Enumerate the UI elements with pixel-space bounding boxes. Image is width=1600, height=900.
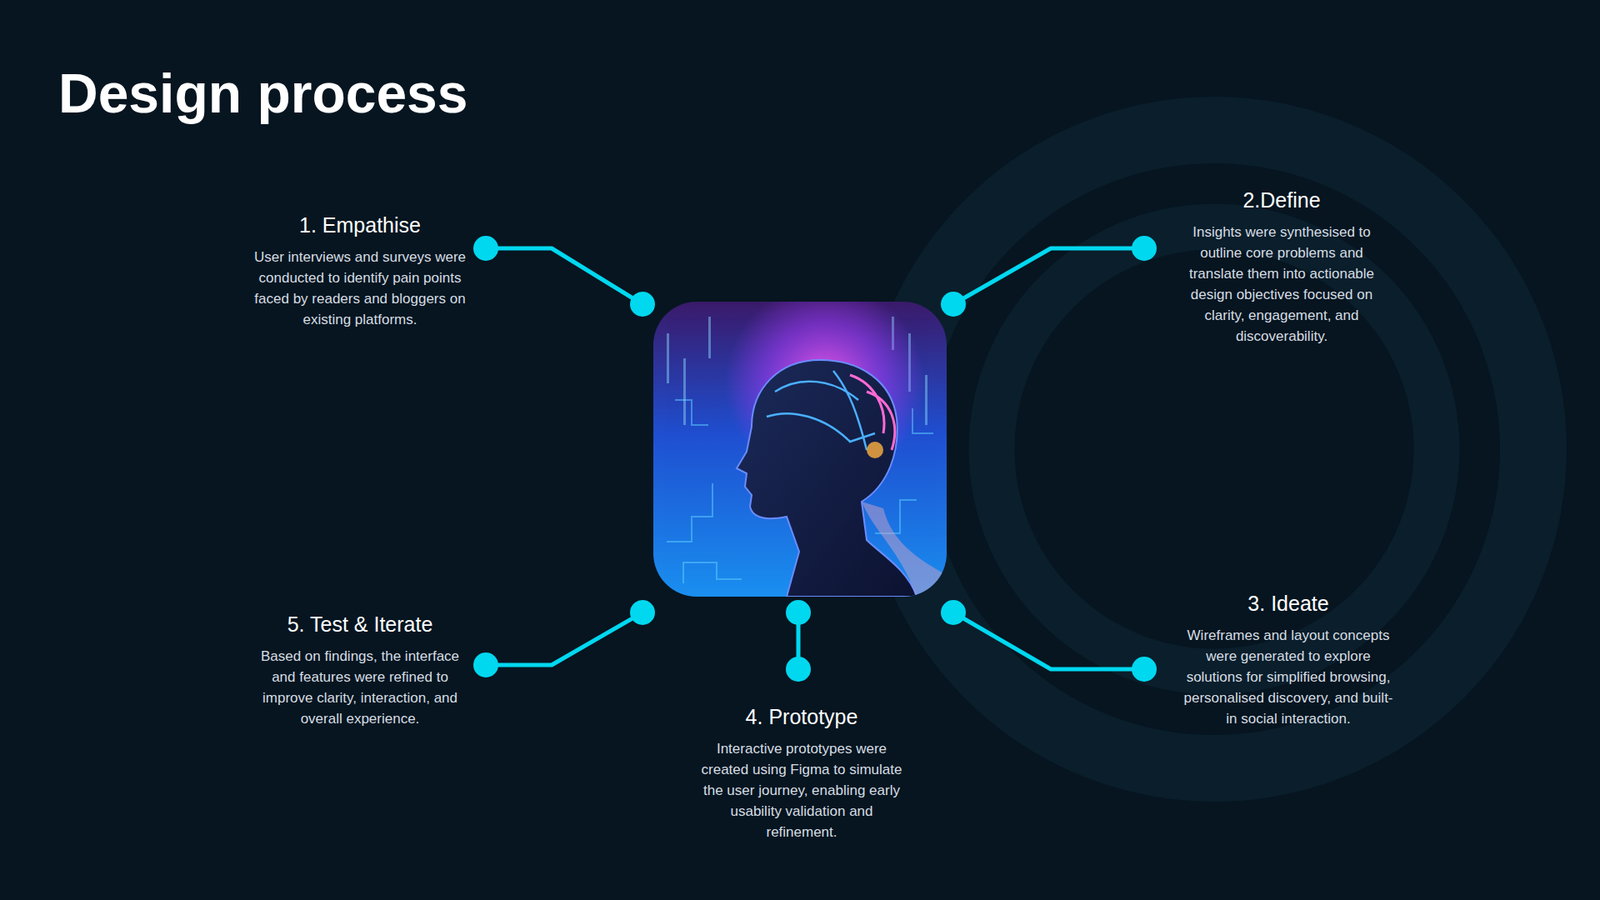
step-heading: 1. Empathise — [247, 211, 473, 239]
step-heading: 3. Ideate — [1179, 590, 1398, 617]
process-step: 1. EmpathiseUser interviews and surveys … — [247, 211, 473, 330]
leader-line — [953, 248, 1145, 305]
process-step: 4. PrototypeInteractive prototypes were … — [697, 703, 906, 843]
leader-dots — [473, 235, 1157, 682]
process-step: 2.DefineInsights were synthesised to out… — [1177, 186, 1386, 347]
step-heading: 5. Test & Iterate — [250, 610, 470, 638]
process-step: 3. IdeateWireframes and layout concepts … — [1179, 590, 1398, 730]
step-description: Interactive prototypes were created usin… — [697, 738, 906, 843]
leader-line — [953, 612, 1145, 670]
step-description: Based on findings, the interface and fea… — [250, 645, 470, 730]
leader-dot — [1131, 656, 1157, 682]
step-heading: 4. Prototype — [697, 703, 906, 730]
step-heading: 2.Define — [1177, 186, 1386, 214]
leader-dot — [785, 600, 811, 625]
leader-dot — [785, 656, 811, 682]
step-description: Insights were synthesised to outline cor… — [1177, 221, 1386, 347]
leader-lines — [485, 248, 1145, 670]
leader-dot — [940, 600, 966, 625]
process-step: 5. Test & IterateBased on findings, the … — [250, 610, 470, 730]
leader-dot — [1131, 235, 1157, 261]
step-description: User interviews and surveys were conduct… — [247, 246, 473, 330]
leader-dot — [630, 600, 655, 625]
leader-dot — [940, 291, 966, 317]
leader-line — [485, 612, 643, 665]
page-title: Design process — [58, 60, 469, 127]
step-description: Wireframes and layout concepts were gene… — [1179, 625, 1398, 730]
leader-dot — [630, 291, 655, 317]
outer-ring — [895, 130, 1534, 769]
leader-line — [485, 248, 643, 305]
leader-dot — [473, 652, 499, 678]
leader-dot — [473, 235, 499, 261]
ai-portrait — [653, 301, 947, 597]
